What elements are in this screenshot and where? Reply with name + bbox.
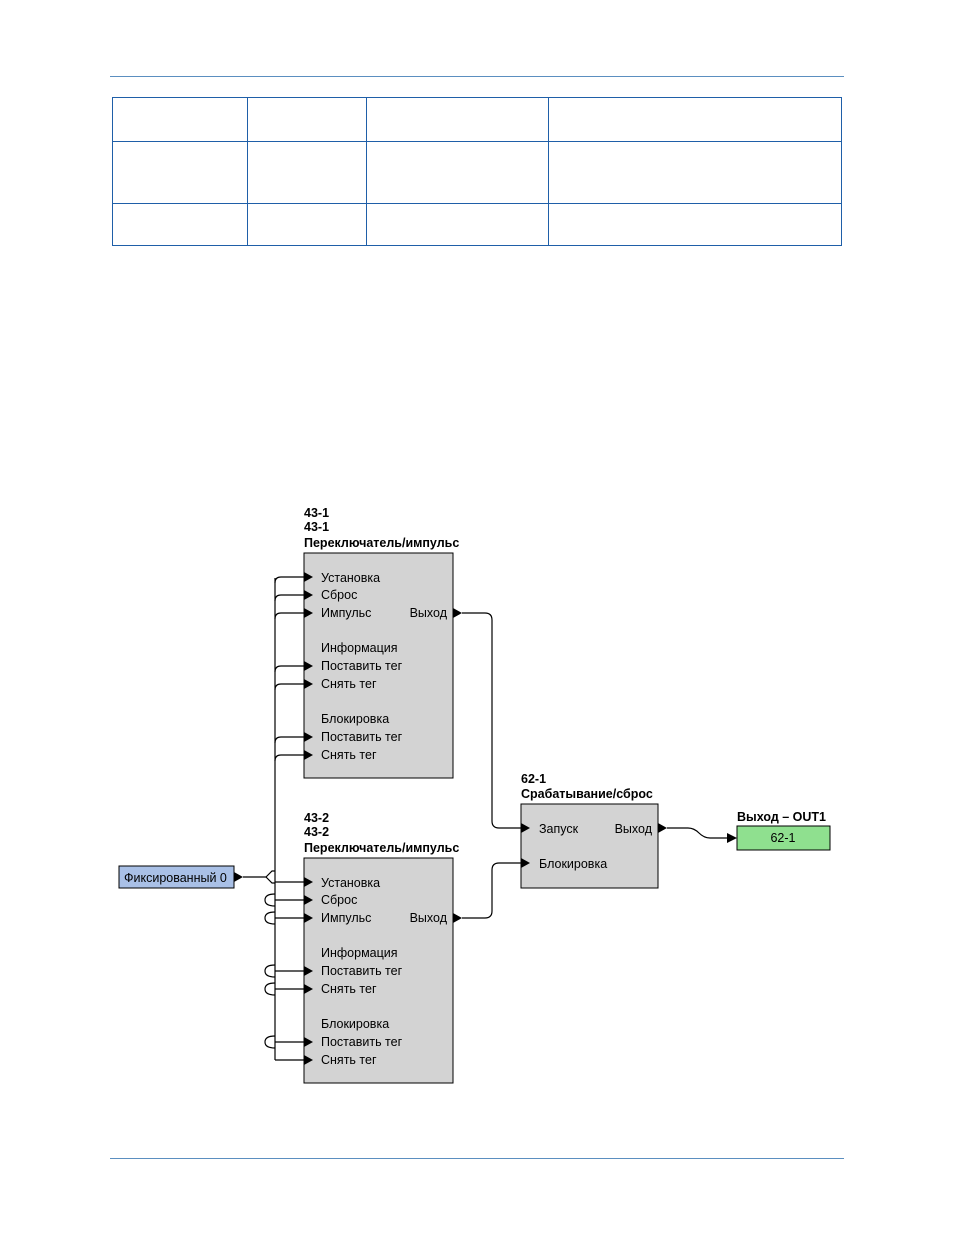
block-43-1-body[interactable] xyxy=(303,552,454,779)
port-label-block-clear-tag: Снять тег xyxy=(321,1053,377,1067)
output-out1-label: 62-1 xyxy=(770,831,795,845)
input-arrow xyxy=(304,877,313,887)
block-62-1-id: 62-1 xyxy=(521,772,546,786)
port-label-pulse: Импульс xyxy=(321,606,371,620)
block-43-2-type: Переключатель/импульс xyxy=(304,841,459,855)
table-cell xyxy=(548,97,842,142)
input-arrow xyxy=(304,966,313,976)
input-arrow xyxy=(521,823,530,833)
wire-hop xyxy=(264,964,276,978)
wire xyxy=(274,665,304,673)
wire xyxy=(274,736,304,744)
input-arrow xyxy=(304,590,313,600)
wires xyxy=(243,576,727,1061)
block-43-1[interactable]: 43-1 43-1 Переключатель/импульс Установк… xyxy=(303,506,462,779)
input-arrow xyxy=(304,1037,313,1047)
output-arrow xyxy=(453,913,462,923)
input-arrow xyxy=(304,1055,313,1065)
block-43-2-body[interactable] xyxy=(303,857,454,1084)
table-cell xyxy=(366,141,549,204)
output-arrow xyxy=(658,823,667,833)
table-cell xyxy=(548,141,842,204)
table-cell xyxy=(366,203,549,246)
port-label-set: Установка xyxy=(321,876,380,890)
block-43-1-id: 43-1 xyxy=(304,506,329,520)
input-arrow xyxy=(304,608,313,618)
block-43-1-name: 43-1 xyxy=(304,520,329,534)
wire xyxy=(274,576,304,584)
wire xyxy=(274,683,304,691)
output-arrow xyxy=(453,608,462,618)
input-arrow xyxy=(304,913,313,923)
group-label-block: Блокировка xyxy=(321,712,389,726)
wire-hop xyxy=(264,1035,276,1049)
block-43-2-id: 43-2 xyxy=(304,811,329,825)
input-arrow xyxy=(304,661,313,671)
port-label-info-clear-tag: Снять тег xyxy=(321,677,377,691)
wire-hop xyxy=(264,911,276,925)
port-label-block: Блокировка xyxy=(539,857,607,871)
input-arrow xyxy=(304,895,313,905)
group-label-block: Блокировка xyxy=(321,1017,389,1031)
group-label-info: Информация xyxy=(321,946,398,960)
wire xyxy=(667,827,727,839)
port-label-block-set-tag: Поставить тег xyxy=(321,730,403,744)
wire xyxy=(265,870,275,878)
wire xyxy=(274,594,304,602)
port-label-block-set-tag: Поставить тег xyxy=(321,1035,403,1049)
header-rule xyxy=(110,76,844,77)
empty-table xyxy=(112,97,842,246)
input-arrow xyxy=(304,750,313,760)
wire xyxy=(274,754,304,762)
port-label-output: Выход xyxy=(410,911,448,925)
input-arrow xyxy=(304,732,313,742)
group-label-info: Информация xyxy=(321,641,398,655)
port-label-info-clear-tag: Снять тег xyxy=(321,982,377,996)
output-out1-box[interactable] xyxy=(736,825,831,851)
port-label-info-set-tag: Поставить тег xyxy=(321,964,403,978)
wire-hop xyxy=(264,982,276,996)
block-43-2-name: 43-2 xyxy=(304,825,329,839)
block-43-1-type: Переключатель/импульс xyxy=(304,536,459,550)
port-label-reset: Сброс xyxy=(321,893,357,907)
wire xyxy=(462,612,521,829)
port-label-set: Установка xyxy=(321,571,380,585)
footer-rule xyxy=(110,1158,844,1159)
port-label-output: Выход xyxy=(615,822,653,836)
port-label-output: Выход xyxy=(410,606,448,620)
wire xyxy=(265,876,275,884)
block-62-1[interactable]: 62-1 Срабатывание/сброс Запуск Блокировк… xyxy=(520,772,667,889)
output-out1[interactable]: Выход – OUT1 62-1 xyxy=(727,810,831,851)
port-label-start: Запуск xyxy=(539,822,579,836)
block-62-1-body[interactable] xyxy=(520,803,659,889)
output-arrow xyxy=(234,872,243,882)
block-62-1-type: Срабатывание/сброс xyxy=(521,787,653,801)
fixed-zero-label: Фиксированный 0 xyxy=(124,871,227,885)
table-cell xyxy=(247,203,367,246)
block-43-2[interactable]: 43-2 43-2 Переключатель/импульс Установк… xyxy=(303,811,462,1084)
input-arrow xyxy=(304,679,313,689)
port-label-reset: Сброс xyxy=(321,588,357,602)
input-arrow xyxy=(304,572,313,582)
wire xyxy=(462,862,521,919)
wire xyxy=(274,612,304,620)
fixed-zero-input[interactable]: Фиксированный 0 xyxy=(118,865,243,889)
table-row xyxy=(112,203,842,246)
input-arrow xyxy=(521,858,530,868)
output-out1-title: Выход – OUT1 xyxy=(737,810,826,824)
table-row xyxy=(112,97,842,142)
table-cell xyxy=(548,203,842,246)
port-label-pulse: Импульс xyxy=(321,911,371,925)
table-cell xyxy=(112,203,248,246)
wire-hop xyxy=(264,893,276,907)
port-label-block-clear-tag: Снять тег xyxy=(321,748,377,762)
input-arrow xyxy=(727,833,737,843)
port-label-info-set-tag: Поставить тег xyxy=(321,659,403,673)
input-arrow xyxy=(304,984,313,994)
